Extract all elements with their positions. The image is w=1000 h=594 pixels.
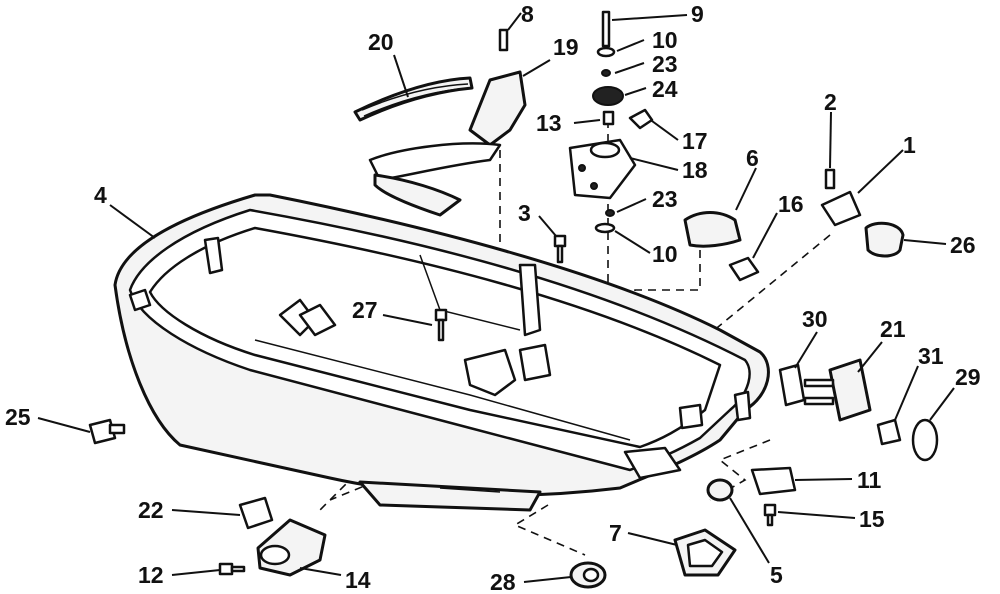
lower-washers: [594, 209, 616, 234]
connector-assembly: [778, 358, 939, 462]
clip-16: [728, 256, 760, 282]
callout-2: 2: [824, 89, 837, 115]
callout-4: 4: [94, 182, 107, 208]
callout-6: 6: [746, 145, 759, 171]
callout-21: 21: [880, 316, 906, 342]
callout-30: 30: [802, 306, 828, 332]
callout-28: 28: [490, 569, 516, 594]
callout-8: 8: [521, 1, 534, 27]
callout-26: 26: [950, 232, 976, 258]
leader-lines: [37, 12, 955, 583]
callout-3: 3: [518, 200, 531, 226]
callout-23-lower: 23: [652, 186, 678, 212]
hardware-stack: [498, 10, 654, 130]
callout-19: 19: [553, 34, 579, 60]
screw-3: [553, 234, 567, 264]
screw-27: [434, 308, 448, 342]
callout-10-upper: 10: [652, 27, 678, 53]
callout-9: 9: [691, 1, 704, 27]
clip-11-screw-15: [750, 466, 797, 527]
rear-bracket: [368, 70, 527, 217]
callout-27: 27: [352, 297, 378, 323]
callout-labels: 8 9 10 23 24 13 17 18 23 10 3 19 20 4 2 …: [5, 1, 981, 594]
callout-24: 24: [652, 76, 678, 102]
fitting-25: [88, 418, 126, 445]
latch-cover: [683, 211, 742, 248]
callout-23-upper: 23: [652, 51, 678, 77]
callout-13: 13: [536, 110, 562, 136]
callout-29: 29: [955, 364, 981, 390]
callout-20: 20: [368, 29, 394, 55]
callout-14: 14: [345, 567, 371, 593]
callout-7: 7: [609, 520, 622, 546]
bracket-14-group: [218, 496, 327, 577]
callout-25: 25: [5, 404, 31, 430]
callout-22: 22: [138, 497, 164, 523]
callout-11: 11: [857, 467, 882, 493]
callout-16: 16: [778, 191, 804, 217]
callout-31: 31: [918, 343, 944, 369]
callout-5: 5: [770, 562, 783, 588]
seal-strip: [353, 76, 474, 122]
callout-10-lower: 10: [652, 241, 678, 267]
latch-assembly: [820, 168, 905, 258]
callout-12: 12: [138, 562, 164, 588]
callout-15: 15: [859, 506, 885, 532]
callout-1: 1: [903, 132, 916, 158]
mount-bracket: [568, 138, 637, 200]
callout-17: 17: [682, 128, 708, 154]
callout-18: 18: [682, 157, 708, 183]
grommet-28: [569, 561, 607, 589]
grommet-5: [706, 478, 734, 502]
handle-7: [673, 528, 737, 577]
